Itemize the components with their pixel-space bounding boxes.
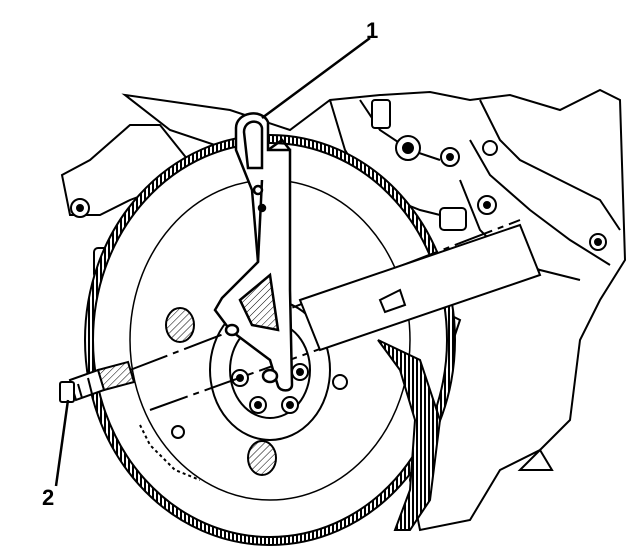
callout-label-2: 2: [42, 485, 55, 510]
leader-lines: [54, 36, 371, 487]
callout-label-1: 1: [366, 18, 379, 43]
alignment-shaft: [298, 223, 542, 352]
bracket: [213, 112, 294, 392]
bolt: [59, 360, 136, 403]
ring-gear: [377, 339, 442, 531]
